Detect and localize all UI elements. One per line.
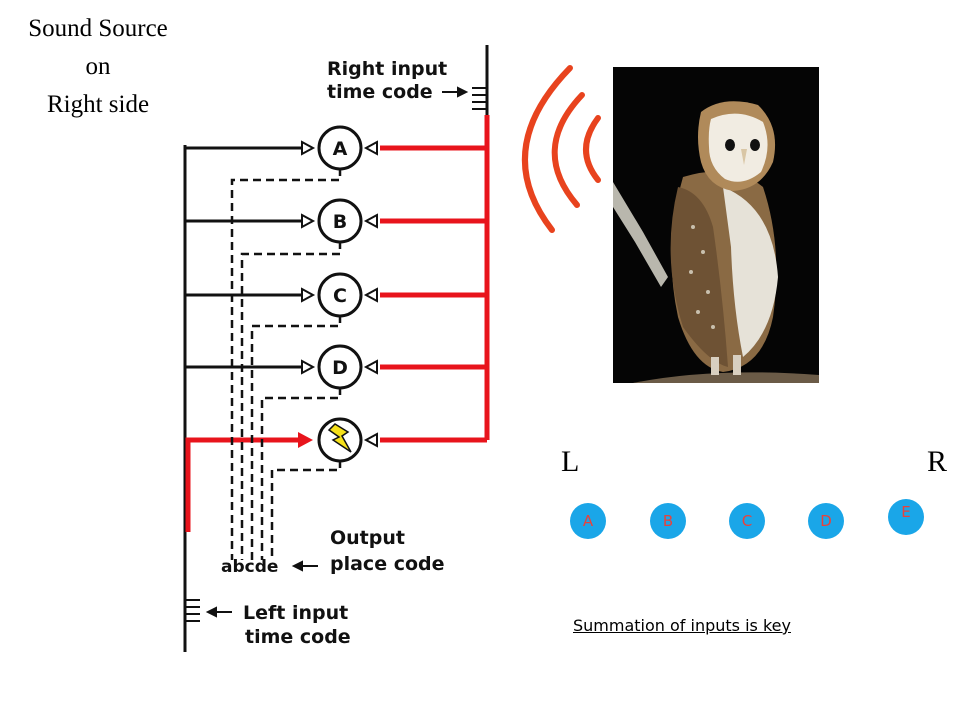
neuron-e-active: [319, 419, 361, 461]
right-label: R: [927, 445, 947, 479]
sound-waves-icon: [525, 68, 598, 230]
left-time-code-ticks: [185, 600, 200, 621]
place-dot-d: D: [808, 503, 844, 539]
right-time-code-ticks: [472, 88, 487, 109]
left-synapse-arrows: [302, 142, 313, 373]
left-input-label-line1: Left input: [243, 602, 348, 624]
neuron-label: C: [333, 285, 347, 307]
neuron-label: D: [332, 357, 348, 379]
neuron-d: D: [319, 346, 361, 388]
neuron-b: B: [319, 200, 361, 242]
output-arrow: [294, 562, 318, 570]
place-dot-a: A: [570, 503, 606, 539]
right-input-lines: [380, 115, 487, 440]
output-letters: abcde: [221, 557, 278, 577]
right-synapse-arrows: [366, 142, 377, 446]
place-dot-b: B: [650, 503, 686, 539]
output-label-line2: place code: [330, 553, 445, 575]
caption: Summation of inputs is key: [573, 616, 791, 635]
neuron-a: A: [319, 127, 361, 169]
active-left-synapse: [298, 432, 313, 448]
place-dot-c: C: [729, 503, 765, 539]
left-label: L: [561, 445, 579, 479]
neuron-label: A: [333, 138, 348, 160]
left-input-arrow: [208, 608, 232, 616]
right-input-label-line2: time code: [327, 81, 433, 103]
output-label-line1: Output: [330, 527, 405, 549]
place-dot-e: E: [888, 499, 924, 535]
left-input-label-line2: time code: [245, 626, 351, 648]
barn-owl-illustration: [613, 67, 819, 383]
barn-owl-photo: [613, 67, 819, 383]
neuron-label: B: [333, 211, 347, 233]
right-input-arrow: [442, 88, 466, 96]
active-left-input-path: [188, 440, 300, 532]
neuron-c: C: [319, 274, 361, 316]
right-input-label-line1: Right input: [327, 58, 447, 80]
